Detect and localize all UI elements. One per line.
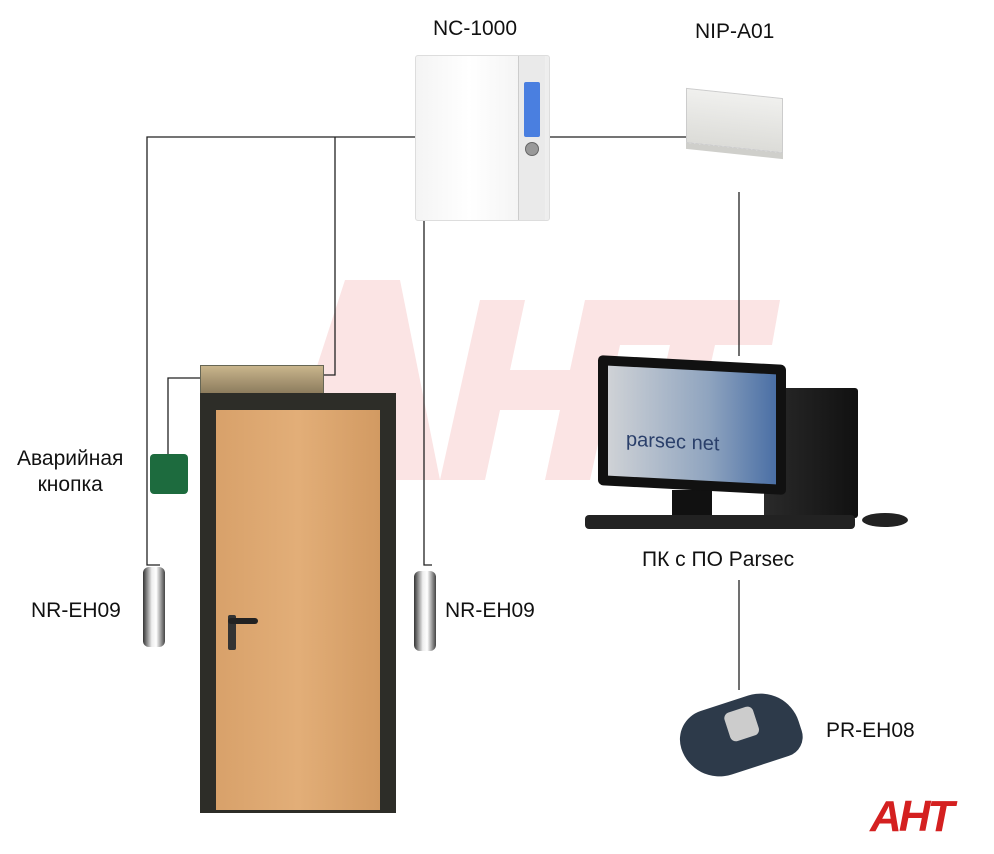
reader-right bbox=[414, 571, 436, 651]
door-handle-icon bbox=[228, 618, 258, 624]
controller-label: NC-1000 bbox=[433, 17, 518, 40]
monitor-stand bbox=[672, 490, 712, 516]
wire-controller-right-reader bbox=[423, 219, 432, 566]
emergency-button bbox=[150, 454, 188, 494]
led-panel-icon bbox=[524, 82, 540, 137]
interface-label: NIP-A01 bbox=[695, 20, 775, 43]
door-lock-icon bbox=[228, 615, 236, 650]
mouse bbox=[862, 513, 908, 527]
magnetic-lock bbox=[200, 365, 324, 395]
reader-right-label: NR-EH09 bbox=[445, 599, 535, 622]
watermark-letter-n bbox=[440, 300, 630, 480]
interface-nip-a01 bbox=[686, 87, 783, 154]
company-logo: АНТ bbox=[870, 792, 954, 841]
wire-controller-magnet bbox=[322, 137, 336, 376]
pc-label: ПК с ПО Parsec bbox=[642, 548, 795, 571]
emergency-label-line2: кнопка bbox=[37, 473, 103, 496]
door bbox=[216, 410, 380, 810]
key-lock-icon bbox=[525, 142, 539, 156]
controller-nc1000 bbox=[415, 55, 550, 221]
pc-monitor: parsec net bbox=[598, 355, 786, 495]
keyboard bbox=[585, 515, 855, 529]
emergency-button-label: Аварийная кнопка bbox=[17, 446, 123, 498]
desktop-reader-label: PR-EH08 bbox=[826, 719, 915, 742]
reader-left bbox=[143, 567, 165, 647]
screen-logo: parsec net bbox=[626, 428, 720, 456]
wire-controller-left-reader bbox=[146, 136, 415, 566]
wire-magnet-button bbox=[167, 377, 200, 455]
emergency-label-line1: Аварийная bbox=[17, 447, 124, 470]
reader-left-label: NR-EH09 bbox=[31, 599, 121, 622]
